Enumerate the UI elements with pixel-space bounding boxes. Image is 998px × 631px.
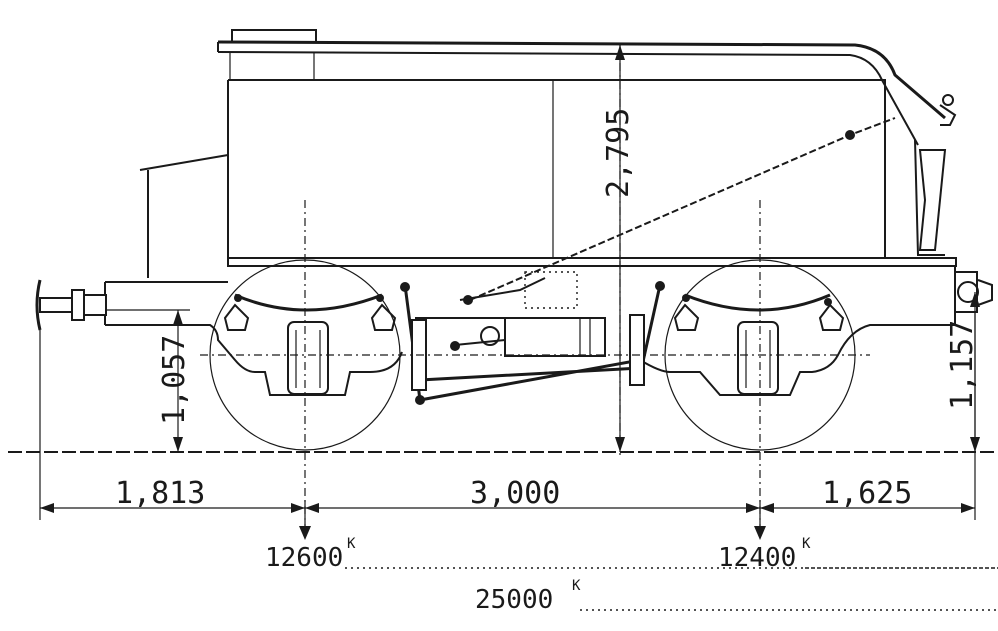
- axle-load-front-unit: K: [347, 536, 356, 552]
- front-leaf-spring: [234, 293, 383, 312]
- tank-outline: [227, 79, 886, 262]
- axle-load-total-unit: K: [572, 578, 581, 594]
- rear-tank-profile: [884, 80, 945, 258]
- brake-pull-rod: [419, 358, 641, 402]
- rear-buffer: [954, 271, 993, 313]
- dim-wheelbase: 3,000: [470, 476, 560, 511]
- solebar: [227, 257, 957, 267]
- axlebox-rear: [737, 321, 779, 395]
- dim-right-buffer-height: 1,157: [945, 320, 980, 410]
- handbrake-rod: [469, 117, 896, 301]
- center-lines: [200, 45, 870, 530]
- frame-lower-edge: [105, 324, 955, 396]
- dim-rear-overhang: 1,625: [822, 476, 912, 511]
- axle-load-front: 12600: [265, 543, 343, 573]
- tank-top-coping: [217, 40, 946, 120]
- brake-cylinder: [504, 317, 606, 357]
- dim-left-buffer-height: 1,057: [157, 335, 192, 425]
- tank-top-coping-inner: [217, 51, 919, 146]
- axle-load-rear-unit: K: [802, 536, 811, 552]
- axle-load-total: 25000: [475, 585, 553, 615]
- dimension-lines: [8, 45, 998, 611]
- axlebox-front: [287, 321, 329, 395]
- front-buffer: [35, 279, 107, 331]
- front-coal-plate: [139, 154, 229, 278]
- rear-handbrake-column: [918, 149, 947, 251]
- rear-leaf-spring: [684, 293, 831, 312]
- tender-tank: [139, 29, 957, 278]
- dim-tank-height: 2,795: [601, 108, 636, 198]
- dim-front-overhang: 1,813: [115, 476, 205, 511]
- filler-hatch: [231, 29, 317, 43]
- axle-load-rear: 12400: [718, 543, 796, 573]
